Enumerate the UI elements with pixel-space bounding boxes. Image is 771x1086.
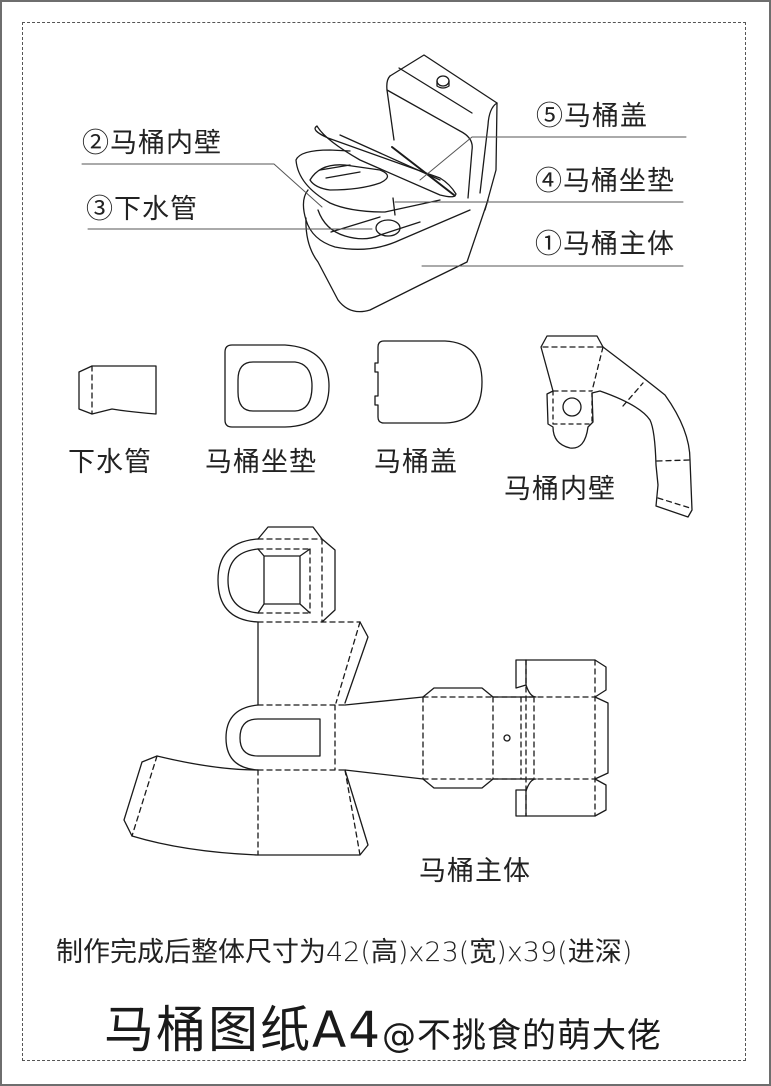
dimensions-note: 制作完成后整体尺寸为42(高)x23(宽)x39(进深) <box>56 937 633 968</box>
toilet-illustration <box>295 54 498 313</box>
label-lid: 马桶盖 <box>374 447 458 478</box>
part-body-net <box>123 526 609 856</box>
callout-lid: ⑤马桶盖 <box>536 101 648 132</box>
part-seat-net <box>224 344 330 428</box>
sheet-title: 马桶图纸A4@不挑食的萌大佬 <box>104 990 662 1062</box>
cut-border-dashed <box>22 22 746 1061</box>
title-author: @不挑食的萌大佬 <box>382 1016 663 1056</box>
leader-lines <box>81 136 687 267</box>
leader-inner-wall <box>81 163 323 208</box>
callout-body: ①马桶主体 <box>535 229 675 260</box>
label-seat: 马桶坐垫 <box>205 447 317 478</box>
part-lid-net <box>374 340 483 424</box>
label-body: 马桶主体 <box>419 856 531 887</box>
part-inner-wall-net <box>540 335 693 518</box>
callout-inner-wall: ②马桶内壁 <box>82 128 222 159</box>
label-inner-wall: 马桶内壁 <box>504 474 616 505</box>
callout-drain-pipe: ③下水管 <box>86 194 198 225</box>
callout-seat: ④马桶坐垫 <box>535 166 675 197</box>
label-drain-pipe: 下水管 <box>68 447 152 478</box>
title-main: 马桶图纸A4 <box>104 1001 383 1059</box>
part-drain-pipe-net <box>78 365 157 415</box>
leader-lid <box>419 136 687 181</box>
